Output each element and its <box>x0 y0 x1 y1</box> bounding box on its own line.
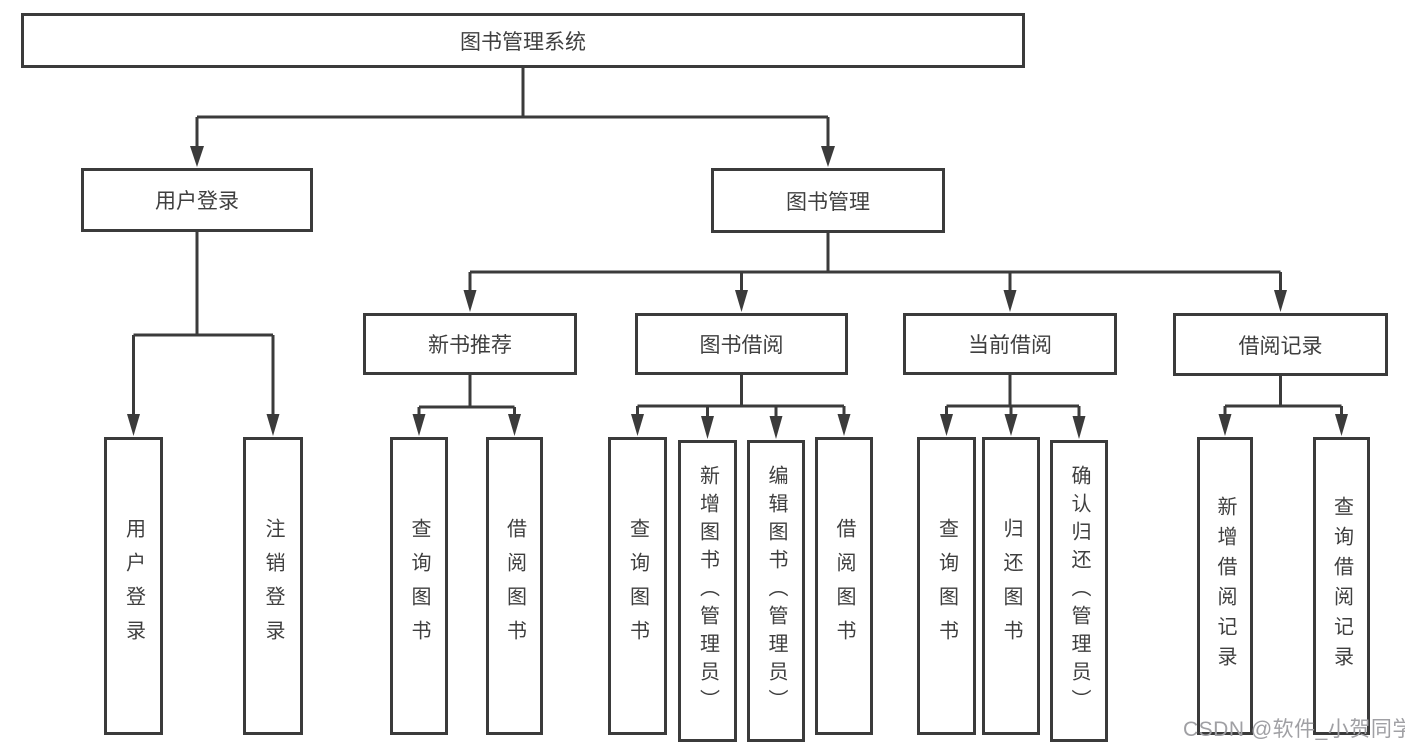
leaf-logout: 注销登录 <box>243 437 303 735</box>
leaf-label: 注销登录 <box>262 518 284 654</box>
leaf-label: 新增借阅记录 <box>1214 496 1236 676</box>
leaf-borrow-books-2: 借阅图书 <box>815 437 873 735</box>
leaf-confirm-return-admin: 确认归还（管理员） <box>1050 440 1108 742</box>
leaf-label: 借阅图书 <box>833 518 855 654</box>
leaf-label: 查询借阅记录 <box>1330 496 1353 676</box>
node-user-login: 用户登录 <box>81 168 313 232</box>
leaf-label: 归还图书 <box>1000 518 1022 654</box>
leaf-query-books-2: 查询图书 <box>608 437 667 735</box>
leaf-label: 确认归还（管理员） <box>1068 465 1090 717</box>
leaf-add-books-admin: 新增图书（管理员） <box>678 440 737 742</box>
leaf-add-borrow-record: 新增借阅记录 <box>1197 437 1253 735</box>
node-book-management: 图书管理 <box>711 168 945 233</box>
leaf-query-books-1: 查询图书 <box>390 437 448 735</box>
leaf-user-login: 用户登录 <box>104 437 163 735</box>
leaf-label: 新增图书（管理员） <box>696 465 719 717</box>
leaf-borrow-books-1: 借阅图书 <box>486 437 543 735</box>
leaf-edit-books-admin: 编辑图书（管理员） <box>747 440 805 742</box>
leaf-query-books-3: 查询图书 <box>917 437 976 735</box>
node-book-borrow: 图书借阅 <box>635 313 848 375</box>
leaf-return-books: 归还图书 <box>982 437 1040 735</box>
leaf-label: 查询图书 <box>935 518 958 654</box>
leaf-label: 查询图书 <box>408 518 430 654</box>
leaf-label: 借阅图书 <box>503 518 526 654</box>
leaf-query-borrow-record: 查询借阅记录 <box>1313 437 1370 735</box>
leaf-label: 编辑图书（管理员） <box>765 465 787 717</box>
node-borrow-records: 借阅记录 <box>1173 313 1388 376</box>
node-library-system: 图书管理系统 <box>21 13 1025 68</box>
node-current-borrow: 当前借阅 <box>903 313 1117 375</box>
leaf-label: 用户登录 <box>122 518 145 654</box>
node-new-book-recommend: 新书推荐 <box>363 313 577 375</box>
leaf-label: 查询图书 <box>626 518 649 654</box>
watermark-text: CSDN @软件_小贺同学 <box>1183 718 1405 741</box>
